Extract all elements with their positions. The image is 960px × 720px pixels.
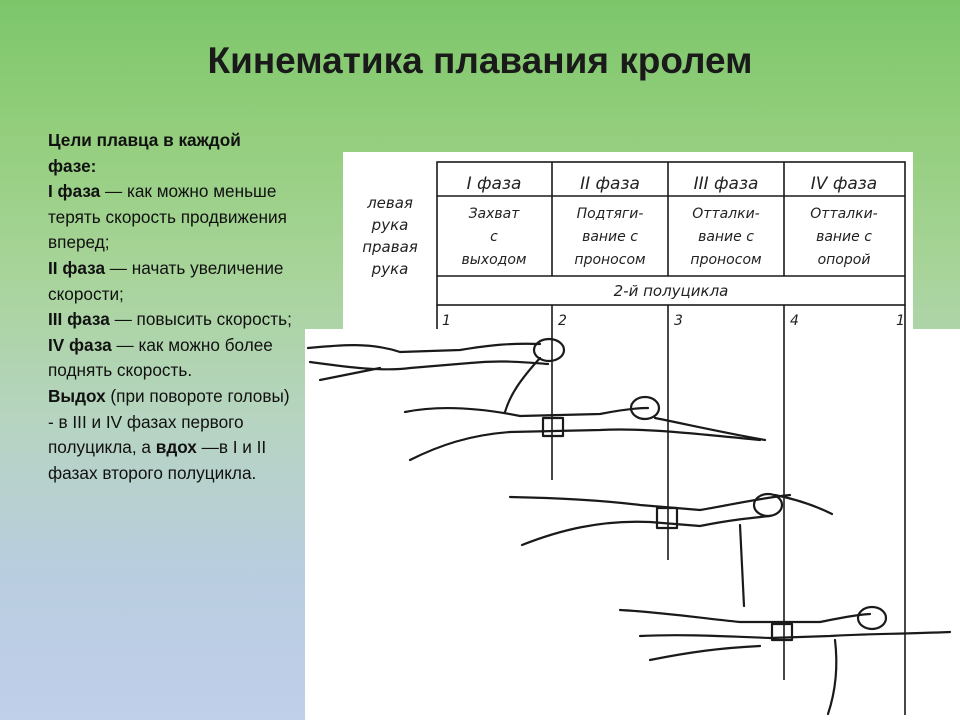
swimmer-1-head	[532, 337, 566, 363]
swimmer-phase-3	[508, 492, 834, 608]
swimmer-4-belly	[638, 630, 952, 640]
table-border	[436, 161, 906, 306]
swimmer-2-arm	[653, 416, 767, 442]
swimmer-4-trunks	[770, 622, 794, 642]
swimmer-2-trunks	[541, 416, 565, 438]
swimmer-2-head	[629, 395, 661, 421]
header-phase-2: II фаза	[580, 174, 640, 194]
swimmer-3-belly	[520, 514, 772, 547]
swimmer-1-arm	[503, 356, 542, 414]
phase-4-goal: IV фаза — как можно более поднять скорос…	[48, 333, 292, 384]
marker-4: 4	[790, 313, 799, 329]
marker-5: 1	[896, 313, 905, 329]
swimmer-3-trunks	[655, 506, 679, 530]
swimmer-phase-4	[618, 605, 952, 716]
swimmer-2-back	[403, 406, 650, 418]
phase-boundaries: 1 2 3 4 1	[436, 305, 906, 715]
phase-2-label: II фаза	[48, 257, 106, 278]
cell-1-line-3: выходом	[462, 252, 527, 268]
row-label-2: рука	[371, 216, 409, 234]
header-phase-4: IV фаза	[811, 174, 877, 194]
marker-3: 3	[674, 313, 683, 329]
swimmer-3-head	[752, 492, 784, 518]
phase-table-area	[343, 152, 913, 332]
goals-heading: Цели плавца в каждой фазе:	[48, 130, 241, 176]
swimmer-4-arm	[826, 638, 838, 716]
cell-2-line-1: Подтяги-	[577, 206, 644, 222]
swimmer-1-back	[306, 342, 542, 354]
slide-title: Кинематика плавания кролем	[207, 40, 753, 81]
swimmer-drawing-area	[305, 329, 960, 720]
marker-2: 2	[558, 313, 567, 329]
swimmer-1-leg	[318, 366, 382, 382]
cell-1-line-1: Захват	[469, 206, 521, 222]
inhale-text: —в I и II фазах второго полуцикла.	[48, 437, 267, 483]
swimmer-4-back	[618, 608, 872, 624]
swimmer-phase-1	[306, 337, 566, 414]
half-cycle-label: 2-й полуцикла	[614, 282, 729, 300]
swimmer-4-leg	[648, 644, 762, 662]
swimmer-1-belly	[308, 360, 550, 371]
phase-1-goal: I фаза — как можно меньше терять скорост…	[48, 179, 292, 256]
goals-text: Цели плавца в каждой фазе: I фаза — как …	[48, 128, 292, 486]
phase-1-label: I фаза	[48, 181, 101, 202]
swimmer-3-arm-down	[738, 523, 746, 608]
phase-1-text: — как можно меньше терять скорость продв…	[48, 181, 287, 253]
swimmer-phase-2	[403, 395, 767, 462]
phase-3-label: III фаза	[48, 309, 110, 330]
phase-3-goal: III фаза — повысить скорость;	[48, 307, 292, 333]
inhale-label: вдох	[155, 437, 197, 458]
swimmer-2-belly	[408, 428, 762, 462]
cell-2-line-3: проносом	[574, 252, 646, 268]
swimmer-4-head	[856, 605, 888, 631]
row-label-3: правая	[362, 238, 418, 256]
cell-3-line-1: Отталки-	[692, 206, 759, 222]
breathing-note: Выдох (при повороте головы) - в III и IV…	[48, 384, 292, 486]
phase-4-label: IV фаза	[48, 334, 112, 355]
cell-2-line-2: вание с	[582, 229, 638, 245]
cell-3-line-2: вание с	[698, 229, 754, 245]
cell-4-line-2: вание с	[816, 229, 872, 245]
swimmer-3-back	[508, 493, 792, 512]
marker-1: 1	[442, 313, 451, 329]
phase-4-text: — как можно более поднять скорость.	[48, 334, 273, 381]
phase-2-text: — начать увеличение скорости;	[48, 257, 284, 304]
header-phase-1: I фаза	[467, 174, 522, 194]
cell-4-line-1: Отталки-	[810, 206, 877, 222]
phase-2-goal: II фаза — начать увеличение скорости;	[48, 256, 292, 307]
cell-1-line-2: с	[490, 229, 498, 245]
exhale-label: Выдох	[48, 385, 106, 406]
header-phase-3: III фаза	[694, 174, 759, 194]
phase-table: левая рука правая рука I фаза II фаза II…	[362, 161, 906, 306]
row-label-1: левая	[366, 194, 413, 212]
cell-4-line-3: опорой	[818, 252, 871, 268]
phase-3-text: — повысить скорость;	[109, 309, 292, 330]
exhale-text: (при повороте головы) - в III и IV фазах…	[48, 385, 290, 458]
cell-3-line-3: проносом	[690, 252, 762, 268]
swimmer-3-arm-forward	[773, 493, 834, 516]
row-label-4: рука	[371, 260, 409, 278]
